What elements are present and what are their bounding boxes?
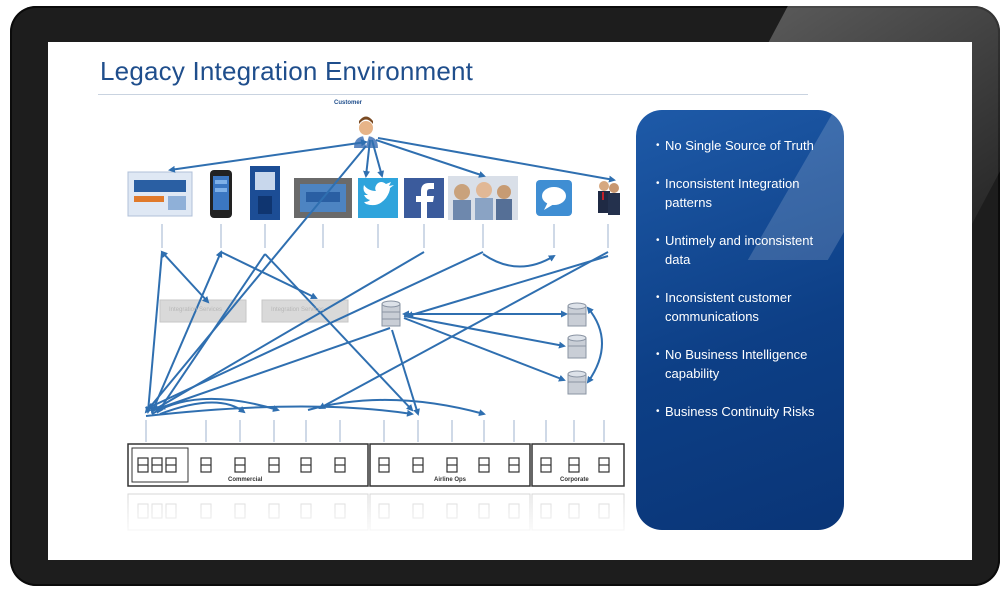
issues-list: No Single Source of Truth Inconsistent I… <box>656 136 836 440</box>
issue-item: Business Continuity Risks <box>656 402 836 421</box>
issue-item: No Business Intelligence capability <box>656 345 836 383</box>
group-label-airline-ops: Airline Ops <box>434 477 467 483</box>
facebook-icon <box>404 178 444 218</box>
group-label-commercial: Commercial <box>228 477 263 483</box>
issue-item: Inconsistent customer communications <box>656 288 836 326</box>
chat-icon <box>536 180 572 216</box>
issue-item: Untimely and inconsistent data <box>656 231 836 269</box>
issue-item: Inconsistent Integration patterns <box>656 174 836 212</box>
customer-label: Customer <box>334 100 363 106</box>
device-frame: Legacy Integration Environment <box>10 6 1000 586</box>
monitor-icon <box>294 178 352 218</box>
channel-connectors <box>161 224 609 248</box>
slide: Legacy Integration Environment <box>48 42 972 560</box>
issues-panel: No Single Source of Truth Inconsistent I… <box>636 110 844 530</box>
database-icon <box>567 370 587 395</box>
kiosk-icon <box>250 166 280 220</box>
integration-services-label: Integration Services <box>271 307 325 313</box>
mobile-icon <box>210 170 232 218</box>
group-label-corporate: Corporate <box>560 477 589 483</box>
database-icon <box>567 302 587 327</box>
slide-title: Legacy Integration Environment <box>100 56 474 86</box>
server-icon <box>137 457 610 473</box>
integration-diagram <box>118 116 638 542</box>
database-icon <box>381 300 401 327</box>
integration-services-label: Integration Services <box>169 307 223 313</box>
crew-icon <box>598 181 620 215</box>
twitter-icon <box>358 178 398 218</box>
issue-item: No Single Source of Truth <box>656 136 836 155</box>
web-icon <box>127 171 193 217</box>
title-divider <box>98 94 808 95</box>
agents-icon <box>448 176 518 220</box>
integration-arrows <box>144 137 616 417</box>
system-connectors <box>145 420 605 442</box>
database-icon <box>567 334 587 359</box>
